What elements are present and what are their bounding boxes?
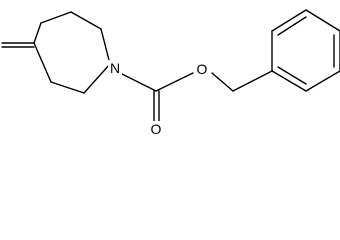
benzene-ring (271, 9, 340, 92)
bond-benzene-2-3 (271, 9, 307, 32)
methylene-double-bond (1, 42, 35, 48)
bond-benzene-6-1 (271, 70, 307, 92)
bond-ring-c4-c5 (33, 22, 42, 44)
azepane-ring (33, 11, 111, 94)
bond-ring-n-c2 (100, 28, 111, 65)
atom-label-nitrogen: N (110, 60, 120, 76)
bond-benzene-inner-c (277, 66, 307, 85)
bond-o-ch2 (211, 72, 234, 92)
carbamate-group (117, 70, 273, 126)
atom-label-carbonyl-oxygen: O (151, 121, 162, 137)
bond-benzene-inner-a (277, 16, 307, 36)
molecule-structure: N O O (1, 9, 340, 137)
atom-labels: N O O (108, 60, 209, 137)
bond-ring-c3-c4 (40, 11, 72, 24)
bond-carbonyl-c-o-ester (155, 72, 194, 92)
bond-n-carbonyl-c (117, 71, 157, 92)
bond-ring-c7-n (83, 63, 111, 94)
bond-ring-c5-c6 (33, 42, 52, 83)
bond-benzene-3-4 (305, 9, 340, 32)
bond-benzene-5-6 (305, 70, 340, 92)
bond-ch2-phenyl (232, 70, 273, 92)
atom-label-ester-oxygen: O (197, 61, 208, 77)
bond-ring-c2-c3 (70, 11, 102, 30)
bond-ring-c6-c7 (50, 81, 85, 94)
